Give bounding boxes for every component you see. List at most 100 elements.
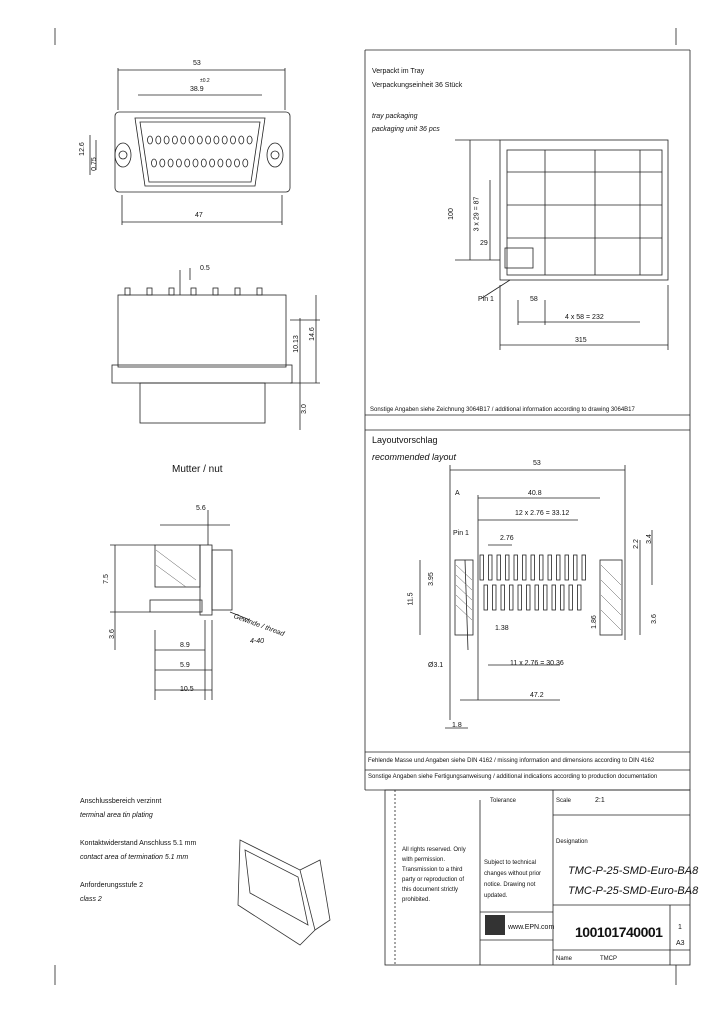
tray-pin-label: Pin 1 (478, 296, 494, 303)
nut-title: Mutter / nut (172, 464, 223, 475)
tb-name-de: TMC-P-25-SMD-Euro-BA8 (568, 865, 699, 877)
layout-pad (505, 554, 510, 581)
bl-line1-de: Anschlussbereich verzinnt (80, 798, 162, 805)
pin-hole (175, 158, 182, 168)
layout-pad (568, 584, 573, 611)
layout-pad (483, 584, 488, 611)
pin-hole (151, 158, 157, 168)
tb-scale-value: 2:1 (595, 797, 605, 804)
nut-dim-a: 8.9 (180, 642, 190, 649)
side-pin (256, 287, 263, 296)
bl-line2-en: contact area of termination 5.1 mm (80, 854, 189, 861)
side-pin (124, 287, 131, 296)
layout-pad (543, 584, 548, 611)
note-missing: Fehlende Masse und Angaben siehe DIN 416… (368, 758, 655, 764)
pin-hole (167, 158, 174, 168)
tray-dim-vertical: 3 x 29 = 87 (473, 196, 481, 232)
pin-hole (234, 158, 240, 168)
layout-pad (581, 554, 586, 581)
layout-pad (500, 584, 505, 611)
layout-dim-138: 1.38 (495, 625, 509, 632)
pin-hole (155, 135, 162, 145)
layout-pad (556, 554, 561, 581)
side-pin (190, 287, 197, 296)
dim-side-c: 3.0 (300, 404, 308, 414)
layout-pad (517, 584, 522, 611)
layout-dim-pitch: 12 x 2.76 = 33.12 (515, 510, 570, 517)
pin-hole (159, 158, 166, 168)
pin-hole (238, 135, 245, 145)
thread-spec: 4-40 (250, 638, 265, 645)
layout-dim-row2: 11 x 2.76 = 30.36 (510, 660, 564, 667)
layout-dim-right-d: 3.6 (650, 614, 658, 624)
tb-scale-label: Scale (556, 798, 572, 804)
pin-hole (221, 135, 228, 145)
dim-bottom: 47 (195, 212, 203, 219)
pin-hole (209, 158, 216, 168)
tray-dim-left: 100 (447, 208, 455, 220)
side-pin (168, 287, 175, 296)
pin-hole (230, 135, 236, 145)
nut-dim-b: 5.9 (180, 662, 190, 669)
tray-dim-pitch: 58 (530, 296, 538, 303)
layout-pad (522, 554, 527, 581)
dim-inner: 38.9 (190, 86, 204, 93)
layout-label-a: A (455, 490, 460, 497)
layout-pad (573, 554, 578, 581)
pin-hole (184, 158, 191, 168)
pin-hole (196, 135, 203, 145)
layout-pad (492, 584, 497, 611)
layout-pad (564, 554, 569, 581)
pin-hole (188, 135, 195, 145)
dim-tol: ±0.2 (200, 78, 210, 84)
layout-dim-right-c: 1.86 (590, 615, 598, 629)
tb-tolerance-label: Tolerance (490, 798, 517, 804)
bl-line1-en: terminal area tin plating (80, 812, 153, 819)
pin-hole (205, 135, 212, 145)
layout-pad (551, 584, 556, 611)
tray-note: Sonstige Angaben siehe Zeichnung 3064B17… (370, 407, 635, 413)
layout-dim-276: 2.76 (500, 535, 514, 542)
tb-part-number: 100101740001 (575, 924, 663, 940)
tb-footer-label: Name (556, 956, 573, 962)
tray-label-en2: packaging unit 36 pcs (372, 126, 440, 133)
pin-hole (192, 158, 199, 168)
layout-label-b: 1.8 (452, 722, 462, 729)
dim-side-a: 10.13 (292, 335, 300, 353)
bl-line3-de: Anforderungsstufe 2 (80, 882, 144, 889)
tray-dim-h: 29 (480, 240, 488, 247)
dim-small: 0.5 (200, 265, 210, 272)
layout-title-en: recommended layout (372, 452, 457, 462)
layout-dim-side: 11.5 (407, 592, 415, 606)
dim-side-b: 14.6 (308, 327, 316, 341)
tb-website: www.EPN.com (508, 924, 555, 931)
layout-pad (509, 584, 514, 611)
layout-dim-d: Ø3.1 (428, 662, 444, 669)
layout-dim-bottom: 47.2 (530, 692, 544, 699)
layout-pad (577, 584, 582, 611)
tray-dim-outer: 315 (575, 337, 587, 344)
tb-subject: Subject to technical changes without pri… (484, 860, 542, 899)
nut-dim-top: 5.6 (196, 505, 206, 512)
nut-dim-v1: 7.5 (102, 574, 110, 584)
dim-pitch: 0.75 (90, 157, 98, 171)
side-pin (146, 287, 153, 296)
pin-hole (217, 158, 224, 168)
layout-pad (496, 554, 501, 581)
pin-hole (225, 158, 232, 168)
layout-title-de: Layoutvorschlag (372, 435, 438, 445)
pin-hole (163, 135, 170, 145)
pin-hole (180, 135, 187, 145)
pin-hole (246, 135, 253, 145)
nut-dim-v2: 3.6 (108, 629, 116, 639)
layout-dim-right-b: 3.4 (645, 534, 653, 544)
layout-pad (560, 584, 565, 611)
pin-hole (171, 135, 178, 145)
tb-sheet: A3 (676, 940, 685, 947)
layout-dim-right-a: 2.2 (632, 539, 640, 549)
layout-dim-a: 40.8 (528, 490, 542, 497)
layout-dim-total: 53 (533, 460, 541, 467)
layout-pad (513, 554, 518, 581)
layout-pad (530, 554, 535, 581)
